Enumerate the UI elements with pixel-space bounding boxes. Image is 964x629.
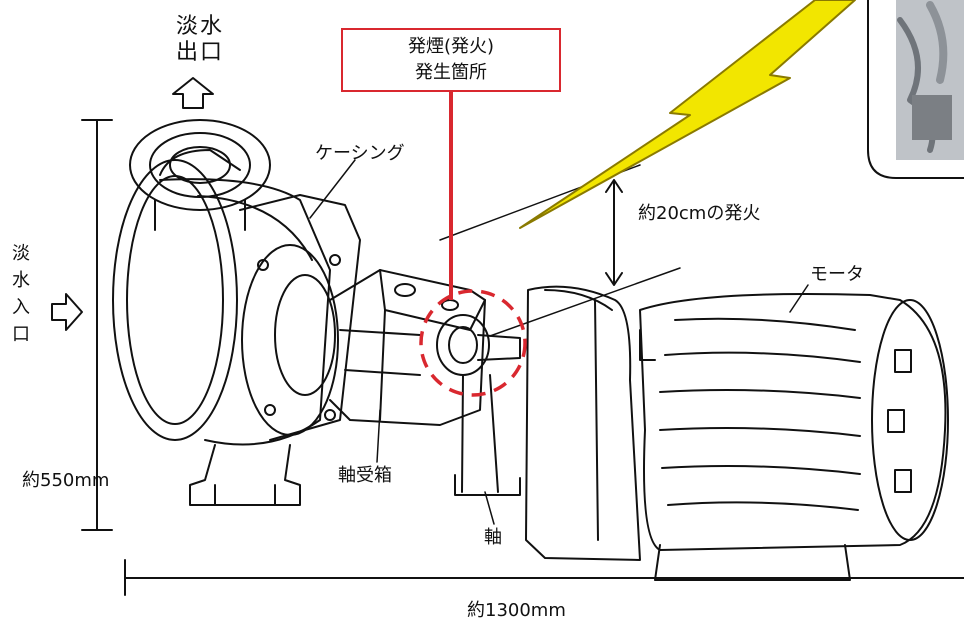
flame-label: 約20cmの発火 bbox=[638, 203, 761, 224]
flame-bolt bbox=[519, 0, 856, 229]
length-dimension bbox=[124, 559, 964, 596]
flame-height-dimension bbox=[605, 179, 623, 286]
inlet-label: 淡 水 入 口 bbox=[12, 243, 30, 345]
coupling bbox=[436, 314, 521, 496]
origin-label-line1: 発煙(発火) bbox=[407, 36, 495, 57]
inlet-arrow bbox=[51, 293, 83, 331]
bearing-box-label: 軸受箱 bbox=[338, 465, 392, 486]
motor-bracket bbox=[525, 285, 641, 561]
height-dimension bbox=[81, 119, 113, 531]
casing-label: ケーシング bbox=[315, 143, 405, 164]
outlet-arrow bbox=[172, 77, 214, 109]
origin-label-line2: 発生箇所 bbox=[415, 62, 487, 83]
pump-casing bbox=[112, 119, 361, 446]
photo-inset bbox=[867, 0, 964, 179]
outlet-label: 淡水 出口 bbox=[176, 14, 225, 65]
shaft-label: 軸 bbox=[484, 527, 502, 548]
motor-label: モータ bbox=[810, 264, 864, 285]
height-label: 約550mm bbox=[22, 470, 110, 491]
motor-shape bbox=[639, 293, 949, 581]
origin-highlight-circle bbox=[419, 289, 527, 397]
origin-callout-box: 発煙(発火) 発生箇所 bbox=[341, 28, 561, 92]
length-label: 約1300mm bbox=[467, 600, 566, 621]
pump-foot bbox=[189, 444, 301, 506]
